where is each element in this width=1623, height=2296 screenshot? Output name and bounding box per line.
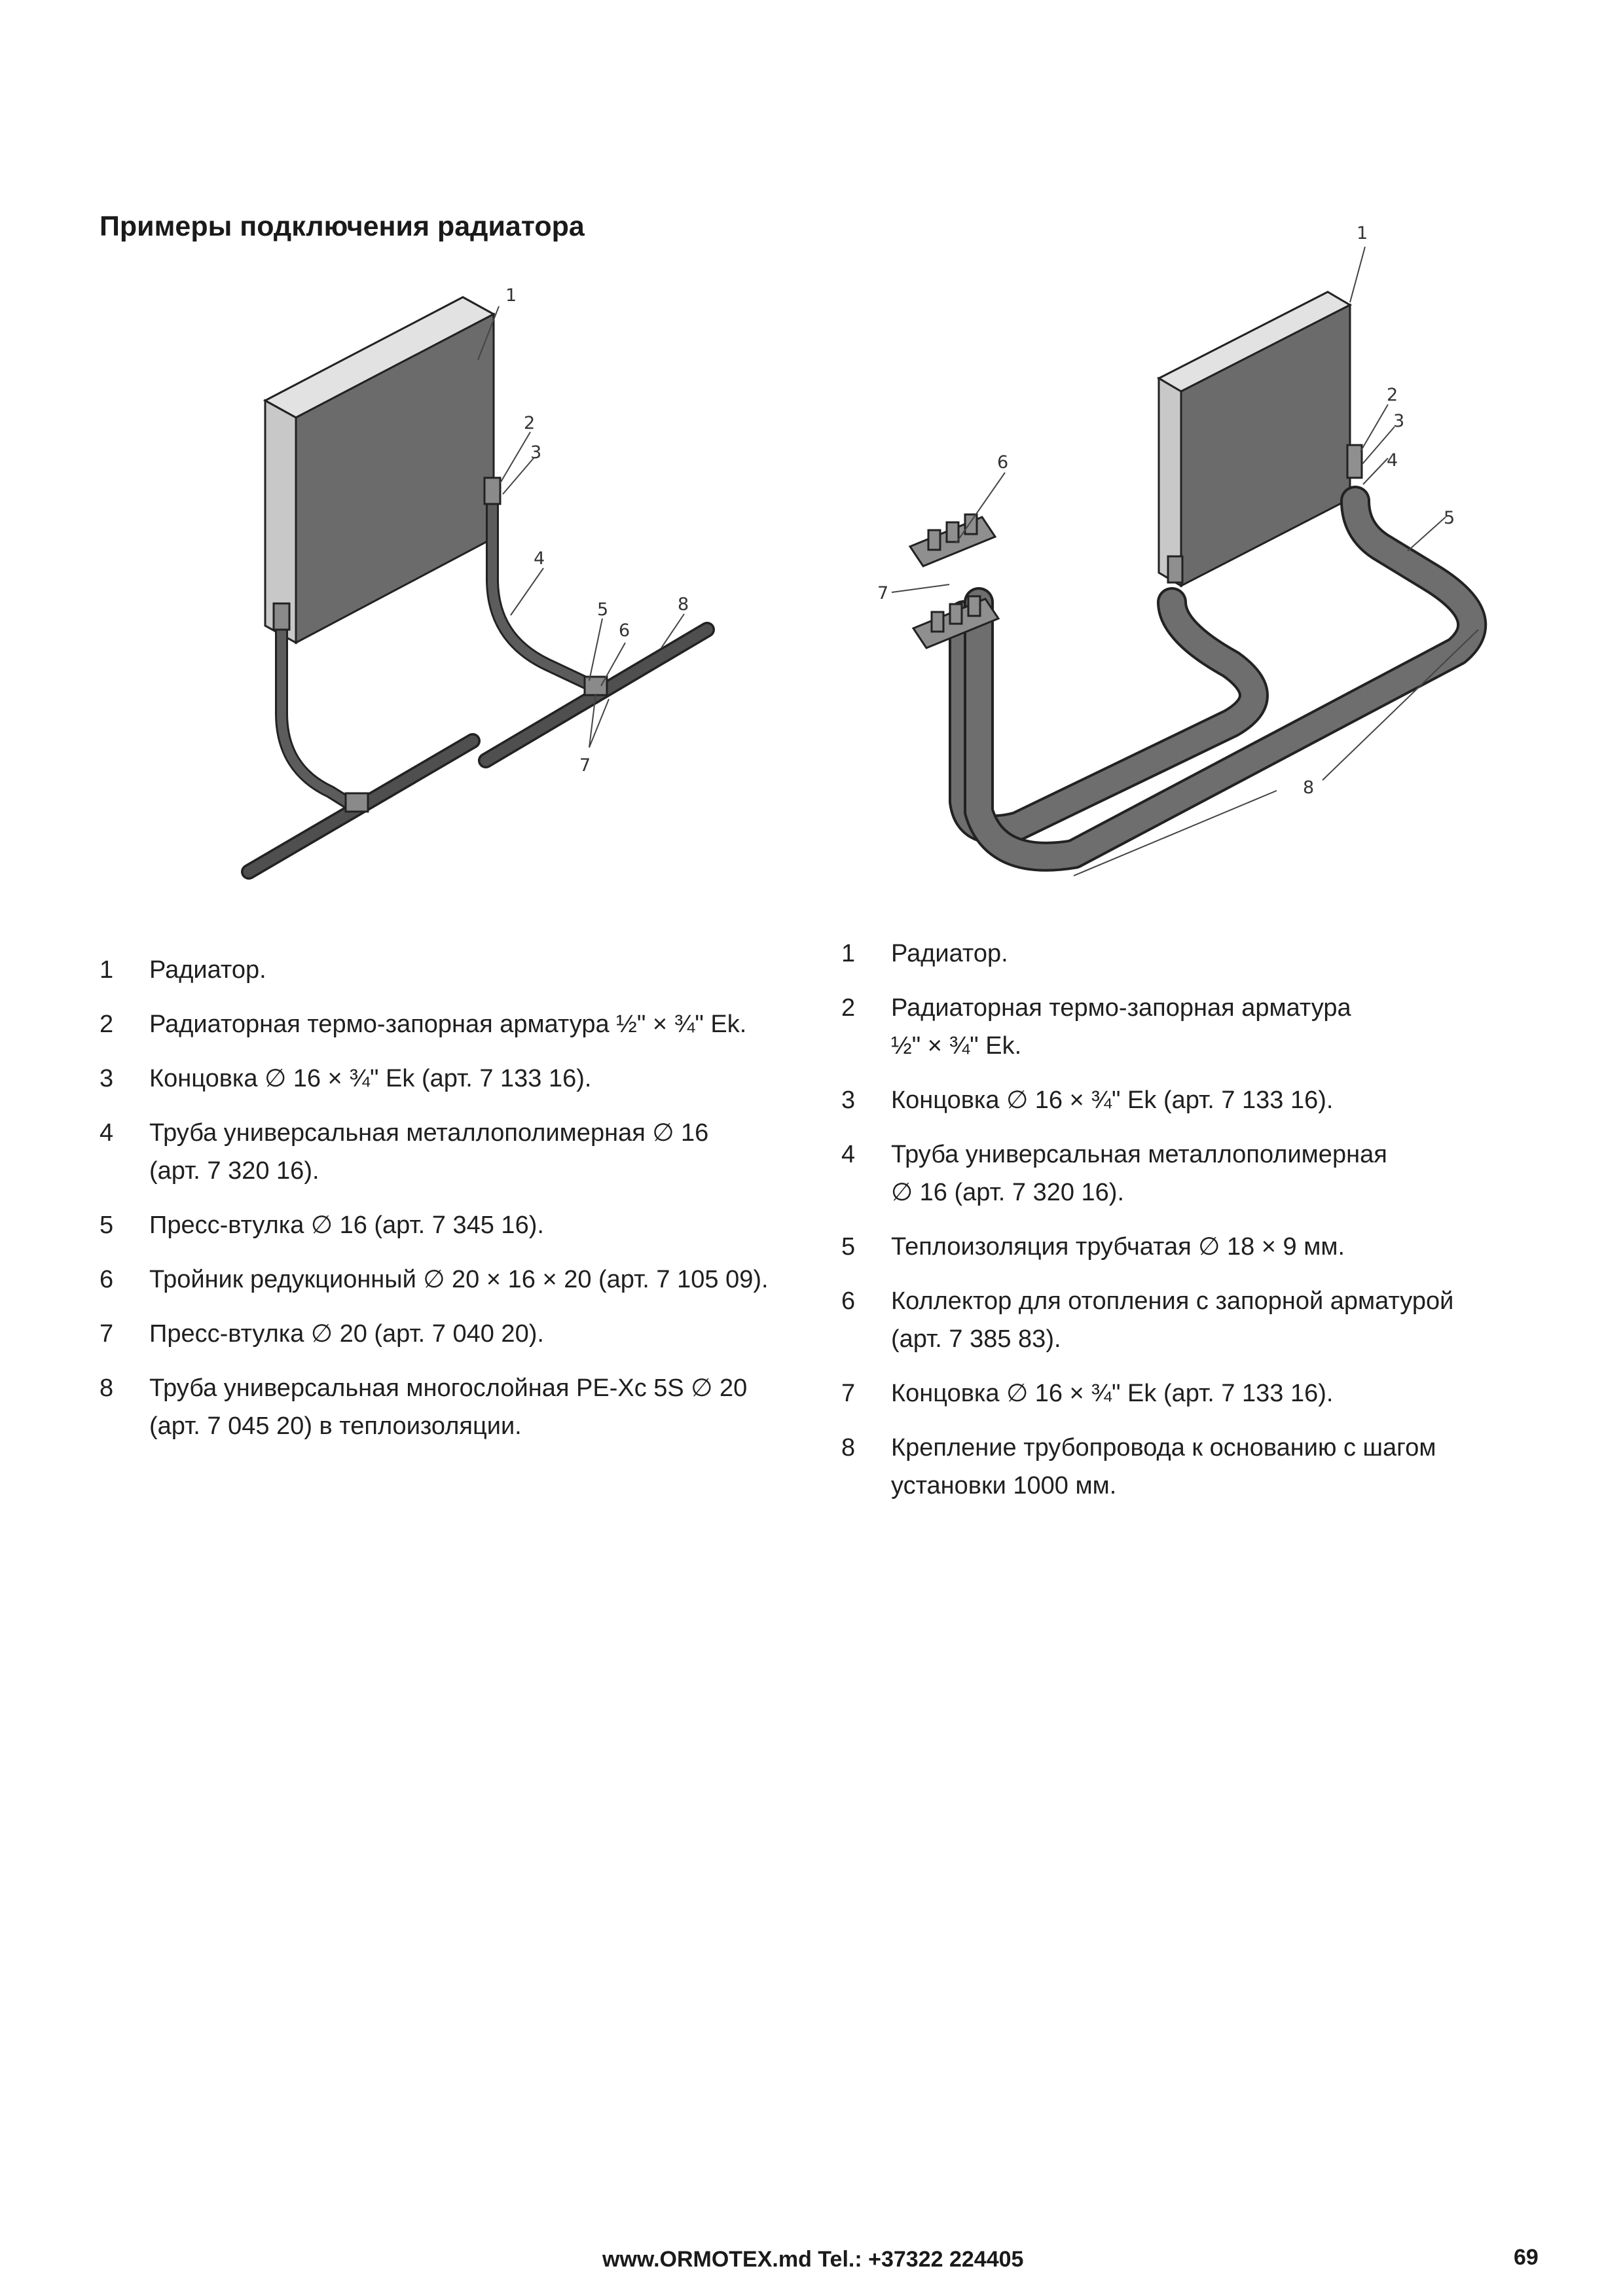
legend-number: 7 <box>100 1320 114 1348</box>
radiator-left <box>263 296 496 645</box>
insulated-pipes-right <box>949 486 1487 872</box>
legend-item: 1 Радиатор. <box>100 951 820 989</box>
legend-right: 1 Радиатор. 2 Радиаторная термо-запорная… <box>841 935 1575 1521</box>
legend-text: Концовка ∅ 16 × ¾" Ek (арт. 7 133 16). <box>891 1086 1334 1114</box>
supply-pipe-left <box>275 481 599 813</box>
legend-number: 3 <box>100 1065 114 1092</box>
legend-text: Труба универсальная многослойная PE-Xc 5… <box>149 1374 748 1402</box>
figure-right-radiator-manifold: 1 2 3 4 5 6 7 8 <box>877 223 1487 876</box>
legend-item: 6 Коллектор для отопления с запорной арм… <box>841 1282 1575 1358</box>
legend-number: 8 <box>100 1374 114 1402</box>
legend-text: (арт. 7 385 83). <box>891 1325 1061 1353</box>
legend-item: 3 Концовка ∅ 16 × ¾" Ek (арт. 7 133 16). <box>100 1060 820 1098</box>
legend-text: Радиатор. <box>149 956 266 984</box>
legend-number: 4 <box>841 1141 856 1168</box>
page-number: 69 <box>1514 2245 1539 2270</box>
legend-number: 5 <box>100 1211 114 1239</box>
legend-text: Пресс-втулка ∅ 20 (арт. 7 040 20). <box>149 1320 544 1348</box>
callouts-right: 1 2 3 4 5 6 7 8 <box>877 223 1455 798</box>
svg-text:4: 4 <box>534 548 545 569</box>
legend-left: 1 Радиатор. 2 Радиаторная термо-запорная… <box>100 951 820 1462</box>
legend-text: Труба универсальная металлополимерная ∅ … <box>149 1119 709 1147</box>
svg-text:2: 2 <box>524 413 535 433</box>
legend-number: 4 <box>100 1119 114 1147</box>
legend-text: установки 1000 мм. <box>891 1472 1117 1499</box>
legend-text: (арт. 7 320 16). <box>149 1157 319 1185</box>
legend-item: 5 Теплоизоляция трубчатая ∅ 18 × 9 мм. <box>841 1228 1575 1266</box>
legend-item: 6 Тройник редукционный ∅ 20 × 16 × 20 (а… <box>100 1261 820 1299</box>
legend-text: Концовка ∅ 16 × ¾" Ek (арт. 7 133 16). <box>891 1380 1334 1407</box>
leader-lines-left <box>477 306 685 748</box>
legend-number: 8 <box>841 1434 856 1462</box>
legend-item: 8 Труба универсальная многослойная PE-Xc… <box>100 1369 820 1445</box>
legend-text: Пресс-втулка ∅ 16 (арт. 7 345 16). <box>149 1211 544 1239</box>
legend-item: 8 Крепление трубопровода к основанию с ш… <box>841 1429 1575 1505</box>
figure-left-radiator-tee: 1 2 3 4 5 6 7 8 <box>241 285 715 880</box>
legend-number: 1 <box>841 940 856 967</box>
svg-text:7: 7 <box>877 583 888 603</box>
legend-number: 7 <box>841 1380 856 1407</box>
svg-text:6: 6 <box>997 452 1008 473</box>
main-pipe-left <box>241 622 715 880</box>
svg-text:1: 1 <box>505 285 517 306</box>
svg-text:5: 5 <box>1444 508 1455 528</box>
svg-text:7: 7 <box>579 755 591 776</box>
legend-item: 2 Радиаторная термо-запорная арматура ½"… <box>100 1005 820 1043</box>
legend-number: 2 <box>100 1011 114 1038</box>
legend-text: ∅ 16 (арт. 7 320 16). <box>891 1179 1125 1206</box>
svg-text:2: 2 <box>1387 385 1398 405</box>
svg-text:6: 6 <box>619 620 630 641</box>
legend-text: ½" × ¾" Ek. <box>891 1032 1022 1060</box>
legend-text: Труба универсальная металлополимерная <box>891 1141 1387 1168</box>
legend-text: Теплоизоляция трубчатая ∅ 18 × 9 мм. <box>891 1233 1345 1261</box>
legend-item: 3 Концовка ∅ 16 × ¾" Ek (арт. 7 133 16). <box>841 1081 1575 1119</box>
legend-text: Радиаторная термо-запорная арматура <box>891 994 1351 1022</box>
legend-item: 4 Труба универсальная металлополимерная … <box>100 1114 820 1190</box>
legend-item: 7 Пресс-втулка ∅ 20 (арт. 7 040 20). <box>100 1315 820 1353</box>
legend-text: (арт. 7 045 20) в теплоизоляции. <box>149 1412 522 1440</box>
legend-number: 6 <box>100 1266 114 1293</box>
svg-text:3: 3 <box>530 442 541 463</box>
footer-contact: www.ORMOTEX.md Tel.: +37322 224405 <box>602 2247 1024 2272</box>
page-title: Примеры подключения радиатора <box>100 211 585 242</box>
legend-text: Крепление трубопровода к основанию с шаг… <box>891 1434 1436 1462</box>
manifold-right <box>908 444 1363 649</box>
svg-text:1: 1 <box>1357 223 1368 243</box>
legend-item: 1 Радиатор. <box>841 935 1575 973</box>
svg-text:5: 5 <box>597 600 608 620</box>
legend-text: Коллектор для отопления с запорной армат… <box>891 1287 1454 1315</box>
legend-number: 6 <box>841 1287 856 1315</box>
legend-number: 3 <box>841 1086 856 1114</box>
svg-text:3: 3 <box>1393 411 1404 431</box>
svg-text:8: 8 <box>1303 778 1314 798</box>
legend-item: 7 Концовка ∅ 16 × ¾" Ek (арт. 7 133 16). <box>841 1374 1575 1412</box>
leader-lines-right <box>891 246 1479 876</box>
legend-text: Концовка ∅ 16 × ¾" Ek (арт. 7 133 16). <box>149 1065 592 1092</box>
legend-number: 5 <box>841 1233 856 1261</box>
legend-item: 4 Труба универсальная металлополимерная … <box>841 1136 1575 1211</box>
legend-item: 5 Пресс-втулка ∅ 16 (арт. 7 345 16). <box>100 1206 820 1244</box>
svg-text:8: 8 <box>678 594 689 615</box>
legend-item: 2 Радиаторная термо-запорная арматура ½"… <box>841 989 1575 1065</box>
fittings-left <box>272 476 608 813</box>
legend-text: Радиаторная термо-запорная арматура ½" ×… <box>149 1011 747 1038</box>
legend-text: Радиатор. <box>891 940 1008 967</box>
legend-number: 1 <box>100 956 114 984</box>
legend-text: Тройник редукционный ∅ 20 × 16 × 20 (арт… <box>149 1266 769 1293</box>
svg-text:4: 4 <box>1387 450 1398 471</box>
callouts-left: 1 2 3 4 5 6 7 8 <box>505 285 689 776</box>
legend-number: 2 <box>841 994 856 1022</box>
radiator-right <box>1156 291 1353 588</box>
